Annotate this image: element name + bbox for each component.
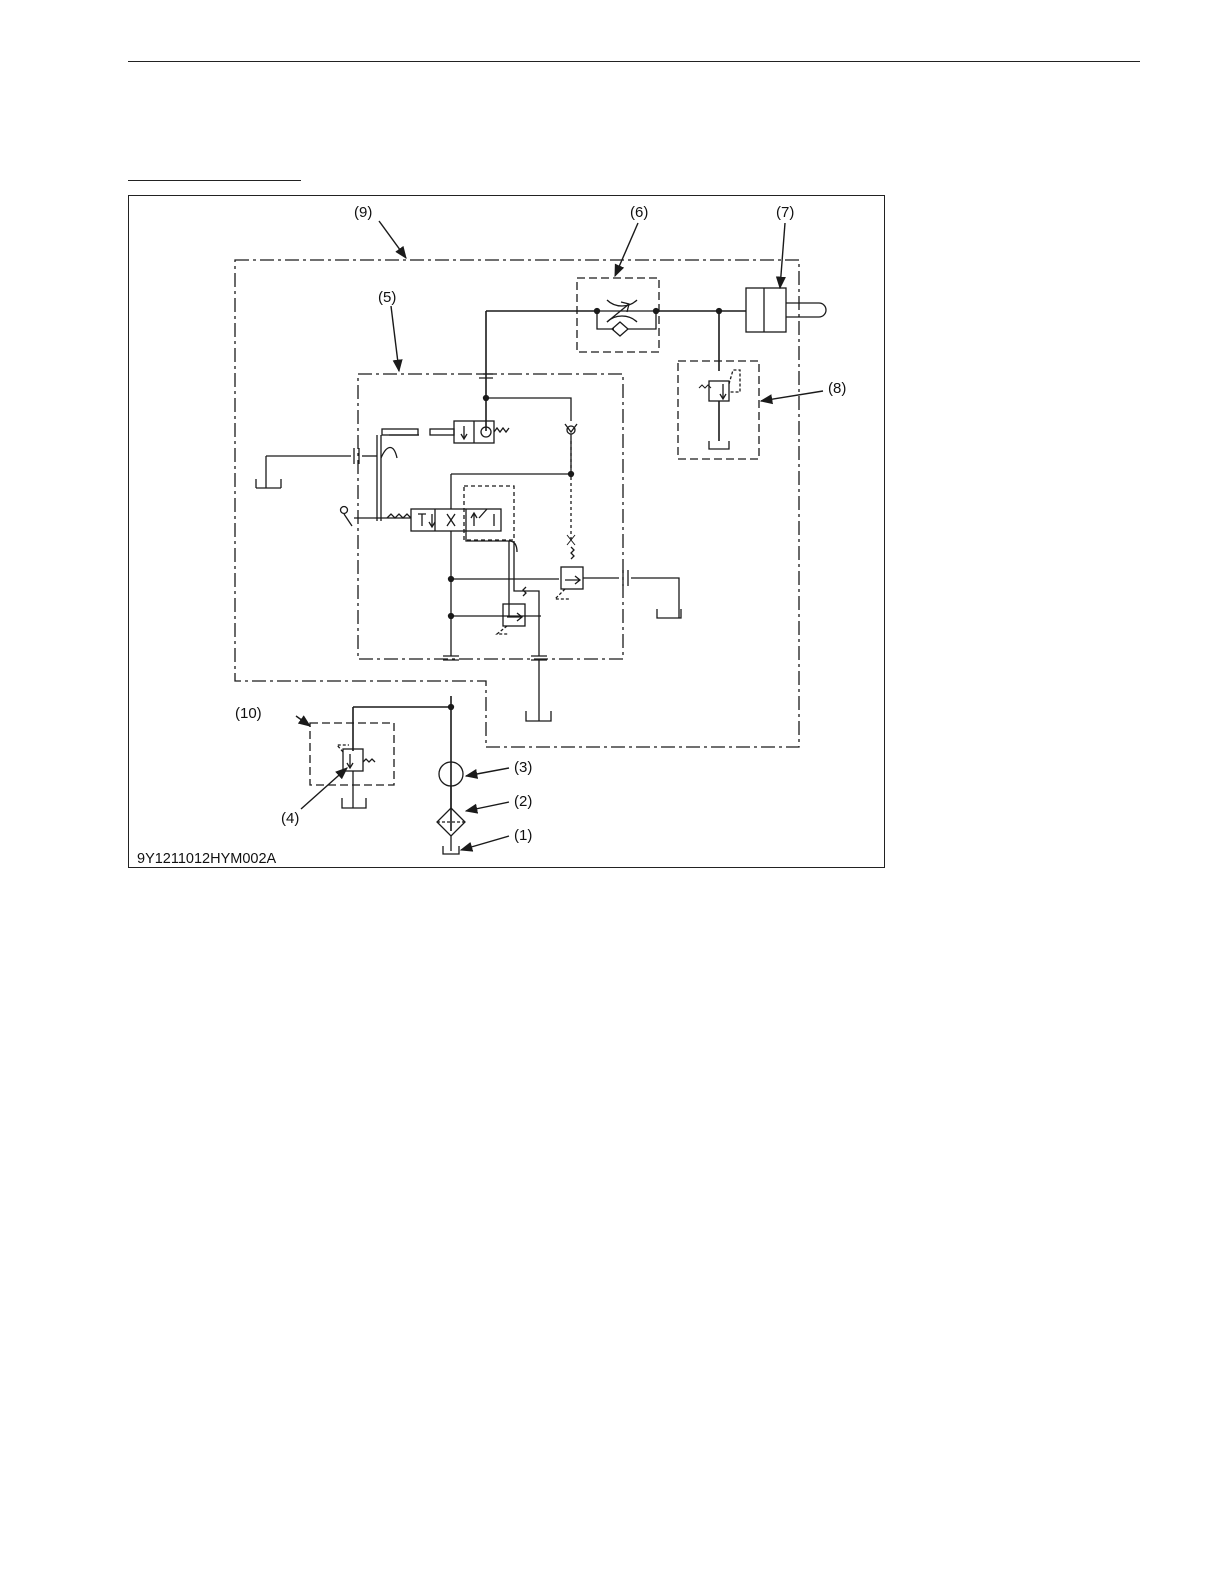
callout-4: (4) <box>281 811 299 827</box>
relief-valve-10 <box>337 705 454 809</box>
callout-1: (1) <box>514 828 532 844</box>
main-lines <box>353 311 746 831</box>
callout-10: (10) <box>235 706 262 722</box>
callout-3: (3) <box>514 760 532 776</box>
callout-5: (5) <box>378 290 396 306</box>
callout-7: (7) <box>776 205 794 221</box>
control-valve-5 <box>256 374 681 721</box>
callout-2: (2) <box>514 794 532 810</box>
flow-control-valve-6 <box>595 300 659 336</box>
boundary-9 <box>235 260 799 747</box>
lift-cylinder-7 <box>717 288 827 332</box>
hydraulic-circuit-diagram <box>129 196 886 869</box>
leader-arrows <box>296 221 823 850</box>
header-rule <box>128 61 1140 62</box>
hydraulic-circuit-figure: (9) (6) (7) (5) (8) (10) (3) (2) (4) (1)… <box>128 195 885 868</box>
boundary-6 <box>577 278 659 352</box>
callout-9: (9) <box>354 205 372 221</box>
callout-6: (6) <box>630 205 648 221</box>
section-heading-underline <box>128 180 301 181</box>
figure-code: 9Y1211012HYM002A <box>137 851 276 867</box>
callout-8: (8) <box>828 381 846 397</box>
boundary-10 <box>310 723 394 785</box>
